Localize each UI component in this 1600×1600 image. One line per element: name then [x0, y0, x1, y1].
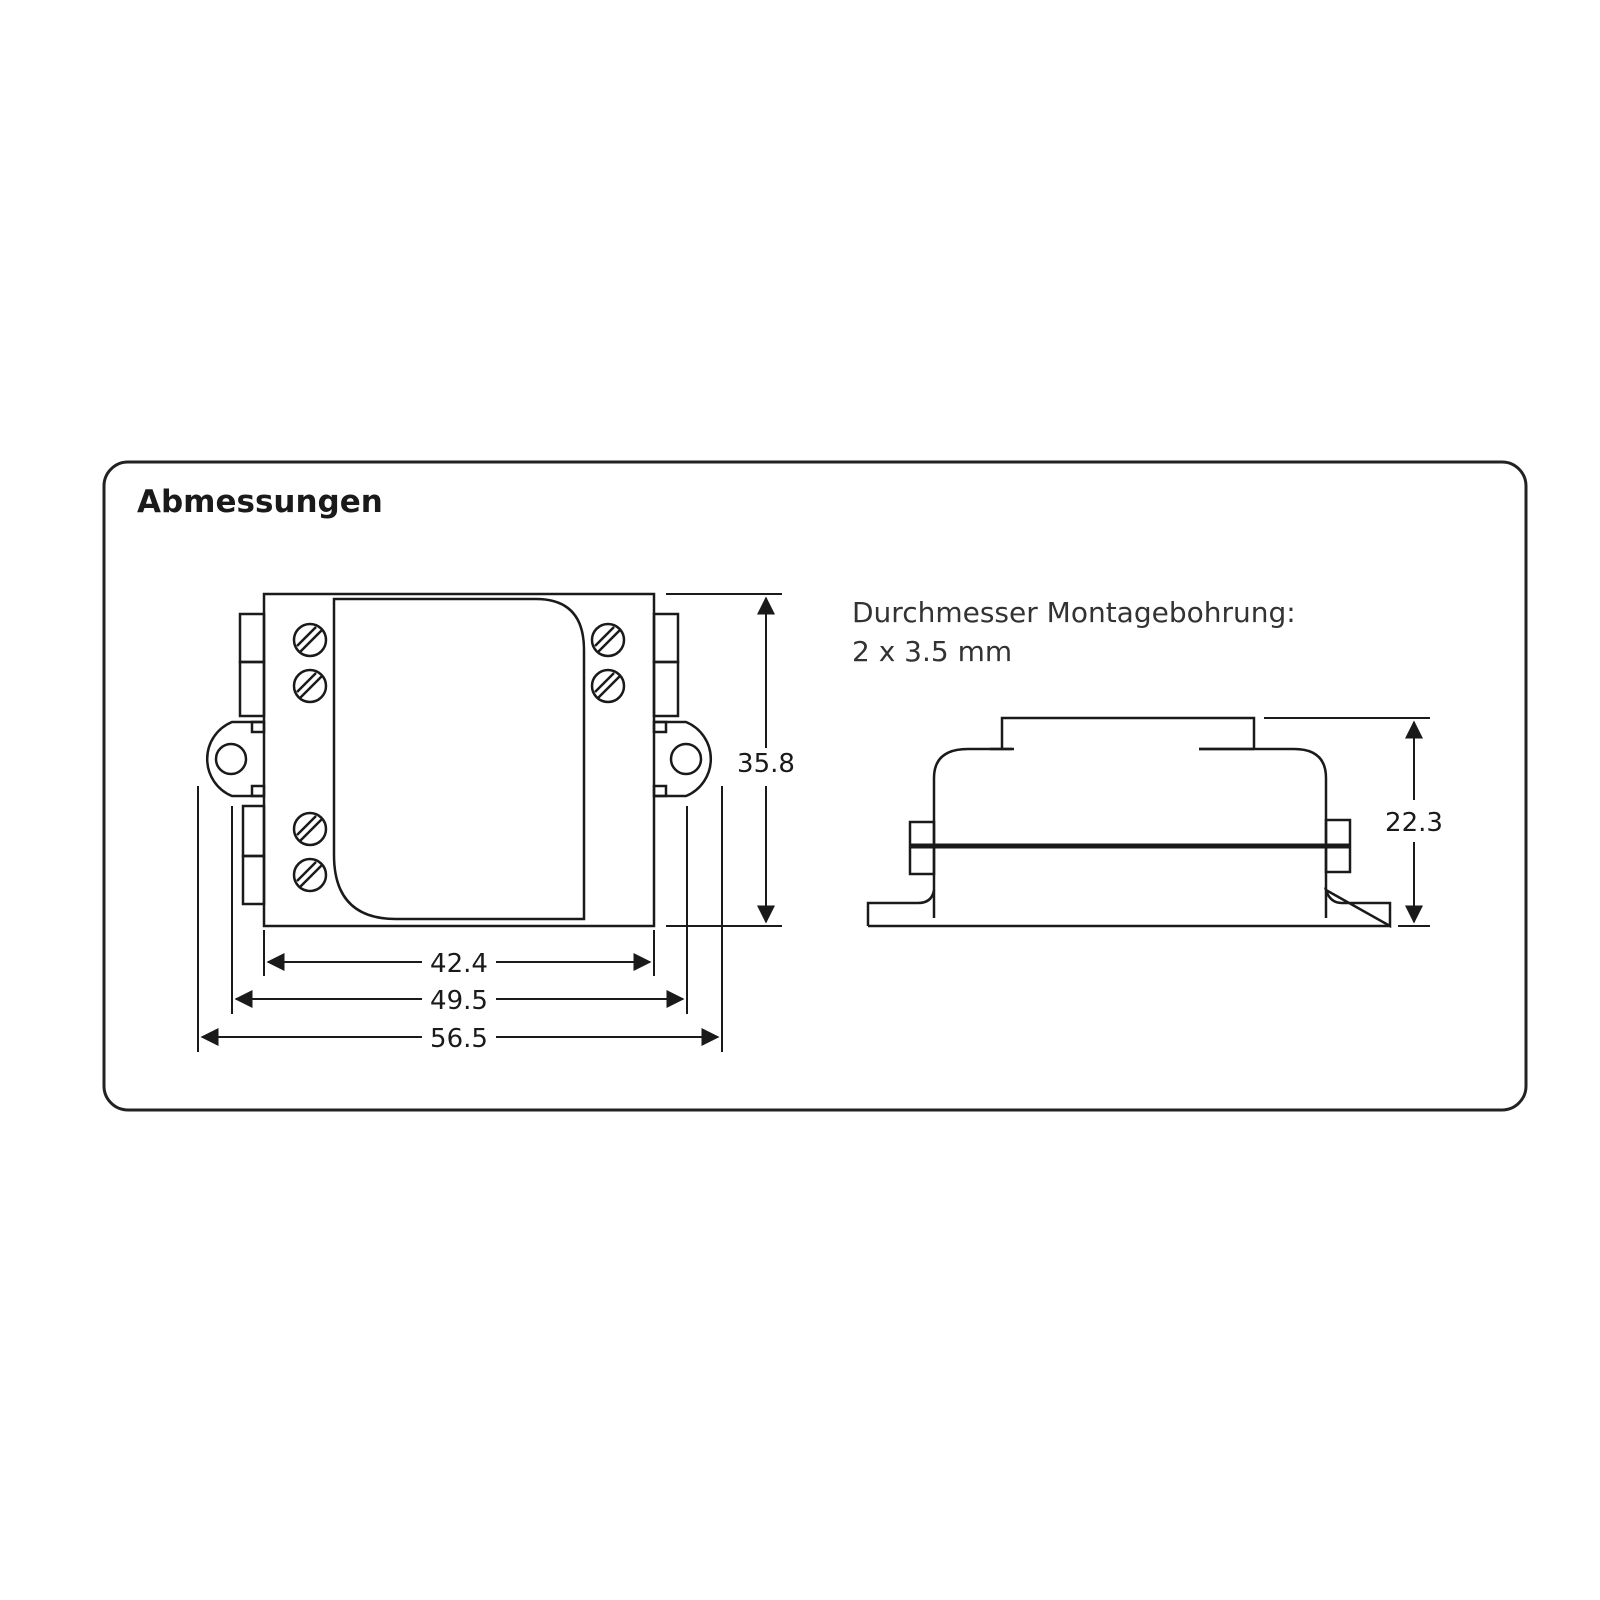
side-view [866, 716, 1392, 929]
screw-icon [590, 668, 626, 704]
section-title: Abmessungen [137, 484, 383, 520]
frame [102, 460, 1528, 1112]
screw-icon [292, 668, 328, 704]
mounting-hole-note-line1: Durchmesser Montagebohrung: [852, 596, 1296, 629]
top-view-dimensions [197, 593, 782, 1052]
dimension-label-width-inner: 42.4 [430, 949, 488, 979]
top-view-cover [332, 597, 586, 921]
screw-icon [292, 622, 328, 658]
left-mounting-lug [205, 720, 264, 798]
dimension-label-side-height: 22.3 [1385, 808, 1443, 838]
left-terminal-block-bottom [241, 804, 266, 858]
dimension-label-width-outer: 56.5 [430, 1024, 488, 1054]
left-mounting-hole [214, 742, 248, 776]
top-view-body [262, 592, 656, 928]
side-view-housing [932, 747, 1328, 918]
side-view-dimensions [1264, 717, 1430, 927]
right-mounting-lug [654, 720, 713, 798]
right-terminal-block-top-2 [652, 660, 680, 718]
screw-icon [590, 622, 626, 658]
dimension-label-width-mid: 49.5 [430, 986, 488, 1016]
right-terminal-block-top [652, 612, 680, 664]
dimension-label-height: 35.8 [737, 749, 795, 779]
screws [292, 622, 626, 893]
right-mounting-hole [669, 742, 703, 776]
left-terminal-block-bottom-2 [241, 854, 266, 906]
screw-icon [292, 811, 328, 847]
side-view-base [866, 887, 1392, 929]
left-terminal-block-top [238, 612, 266, 664]
side-view-top-cap [1000, 716, 1256, 748]
screw-icon [292, 857, 328, 893]
mounting-hole-note-line2: 2 x 3.5 mm [852, 635, 1012, 668]
left-terminal-block-top-2 [238, 660, 266, 718]
top-view [205, 592, 713, 928]
